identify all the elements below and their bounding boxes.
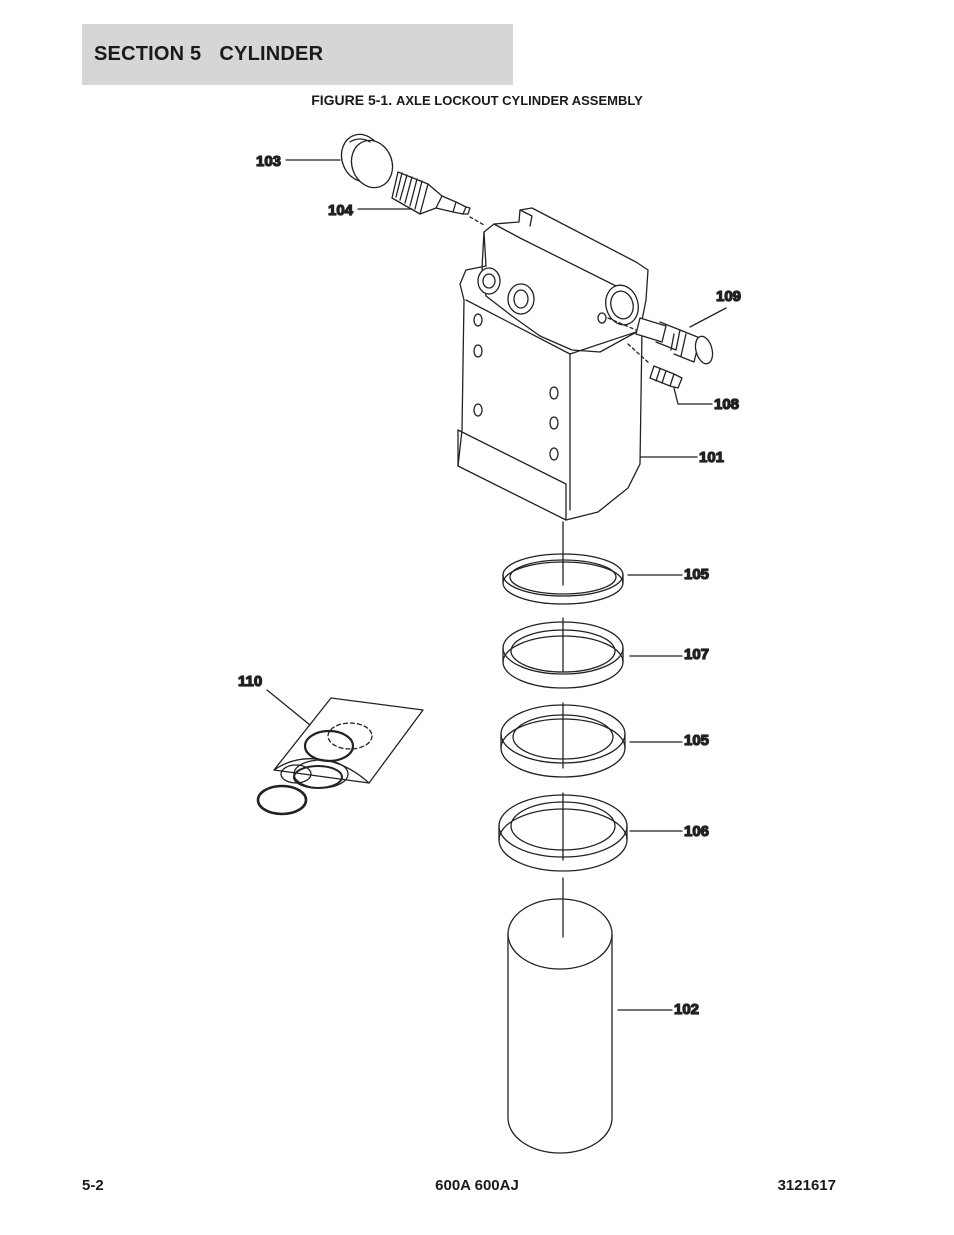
callout-104: 104 bbox=[328, 202, 354, 219]
section-number: SECTION 5 bbox=[94, 43, 202, 65]
footer-doc-number: 3121617 bbox=[777, 1177, 836, 1194]
callout-109: 109 bbox=[716, 288, 741, 305]
section-title: CYLINDER bbox=[219, 43, 324, 65]
footer-model: 600A 600AJ bbox=[435, 1177, 519, 1194]
part-104-fitting bbox=[391, 171, 471, 215]
callout-101: 101 bbox=[699, 449, 724, 466]
callout-103: 103 bbox=[256, 153, 281, 170]
callout-110: 110 bbox=[238, 673, 262, 690]
figure-number: FIGURE 5-1. bbox=[311, 92, 393, 108]
leader-109 bbox=[689, 307, 727, 328]
callout-108: 108 bbox=[714, 396, 739, 413]
part-108-fitting bbox=[627, 343, 683, 389]
part-101-cylinder-body bbox=[457, 207, 649, 521]
callout-106: 106 bbox=[684, 823, 709, 840]
section-header: SECTION 5 CYLINDER bbox=[82, 24, 513, 85]
callout-105-upper: 105 bbox=[684, 566, 709, 583]
footer-page-number: 5-2 bbox=[82, 1177, 104, 1194]
leader-108 bbox=[673, 387, 713, 405]
figure-title: FIGURE 5-1. AXLE LOCKOUT CYLINDER ASSEMB… bbox=[0, 92, 954, 108]
part-103-plug bbox=[340, 133, 394, 189]
callout-105-lower: 105 bbox=[684, 732, 709, 749]
part-110-seal-kit bbox=[256, 697, 424, 816]
part-109-valve bbox=[607, 317, 714, 365]
leader-110 bbox=[266, 689, 311, 726]
figure-name: AXLE LOCKOUT CYLINDER ASSEMBLY bbox=[396, 93, 643, 108]
part-102-barrel bbox=[507, 898, 613, 1154]
axis-line-104 bbox=[469, 216, 485, 226]
callout-102: 102 bbox=[674, 1001, 699, 1018]
callout-107: 107 bbox=[684, 646, 709, 663]
